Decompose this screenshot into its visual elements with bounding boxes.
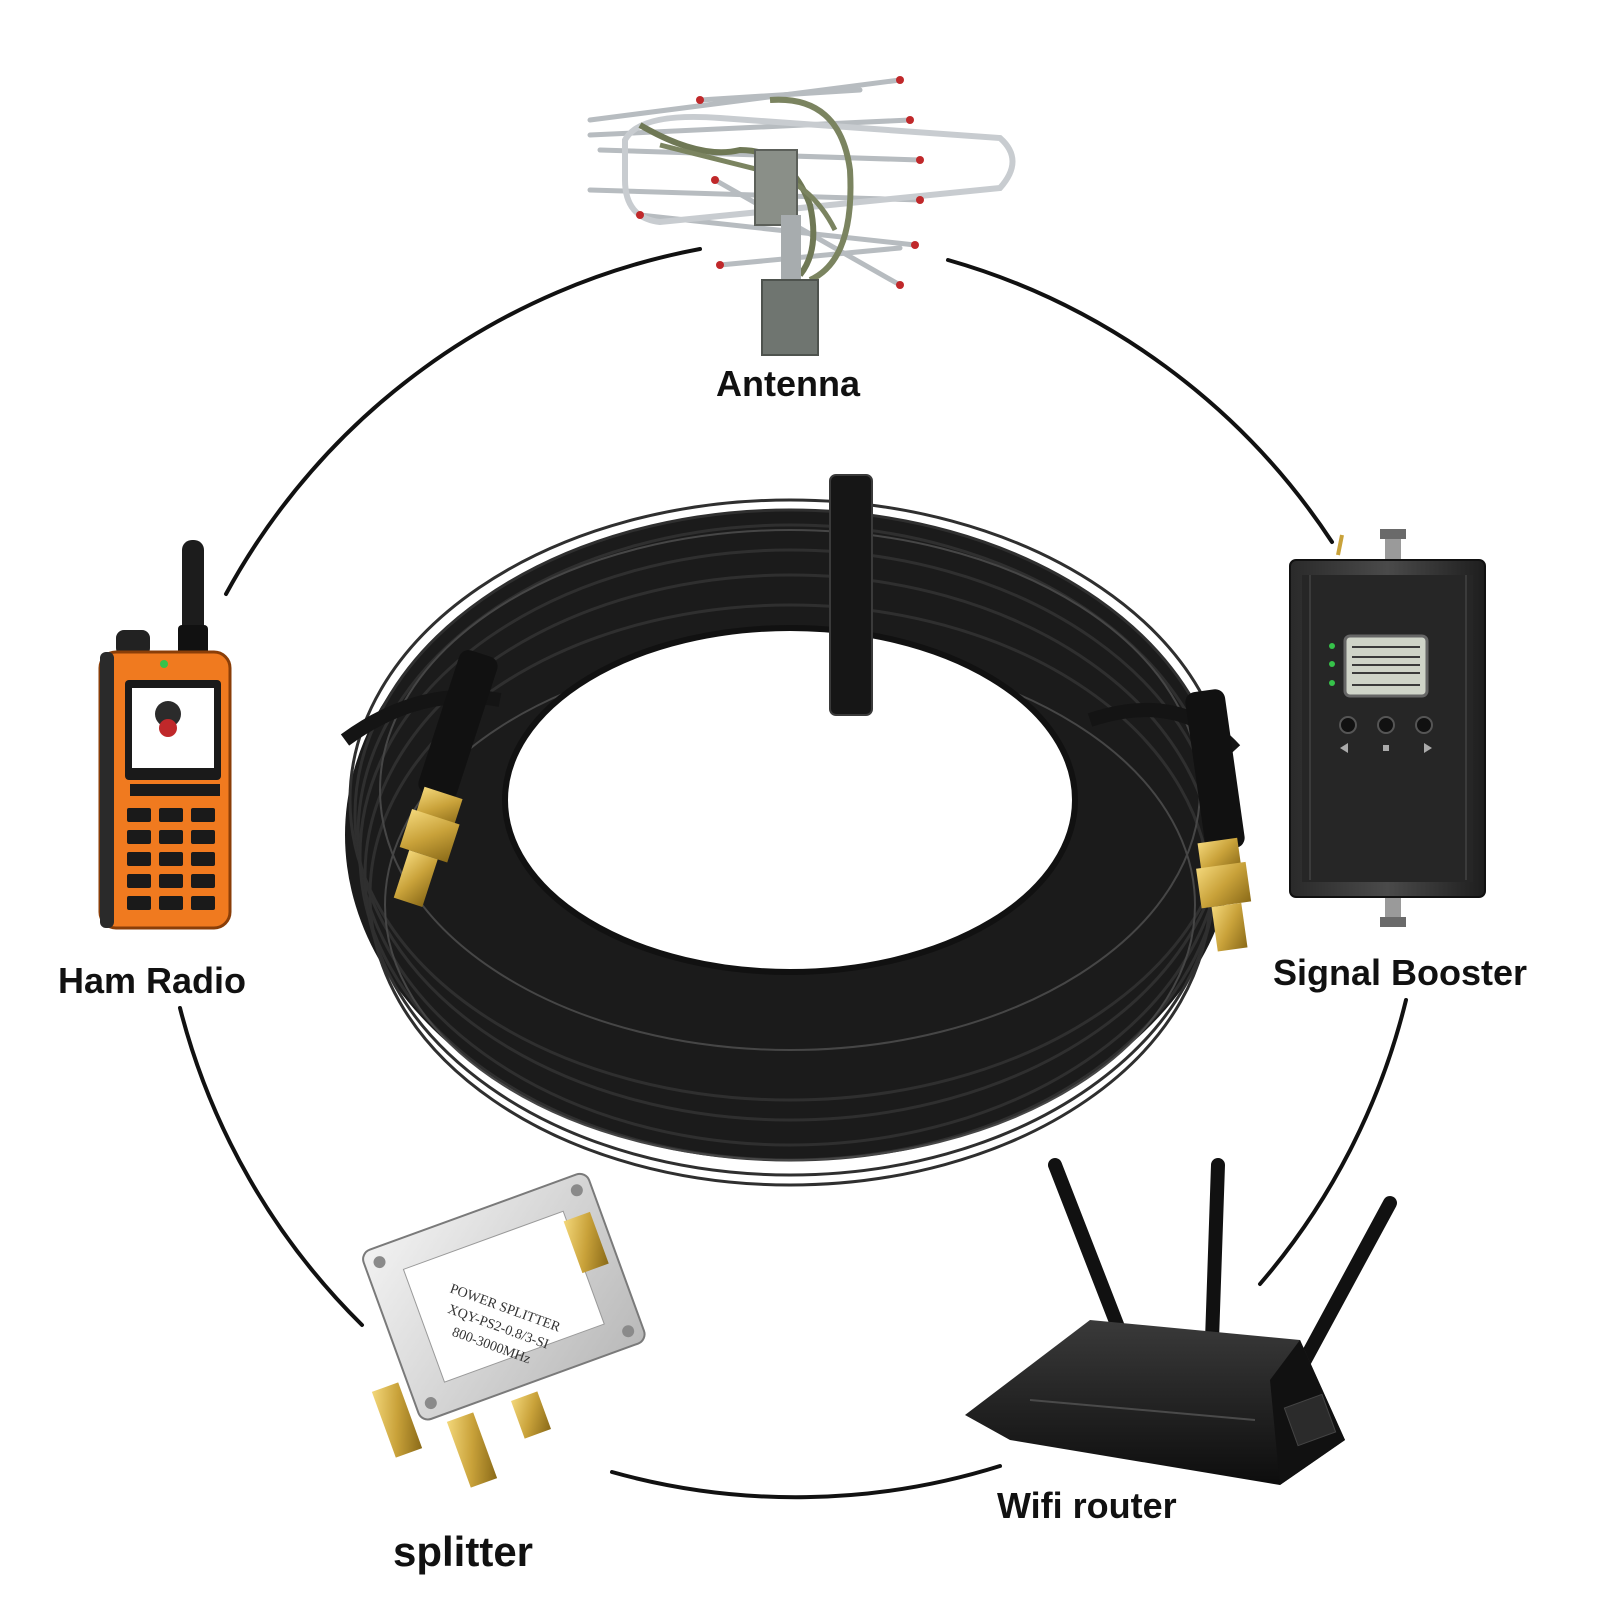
arc-booster-to-router <box>1258 998 1408 1286</box>
power-splitter-icon: POWER SPLITTER XQY-PS2-0.8/3-SI 800-3000… <box>362 1172 646 1488</box>
signal-booster-icon <box>1289 529 1486 927</box>
arc-antenna-to-booster <box>946 258 1334 544</box>
wifi-router-icon <box>965 1158 1397 1485</box>
arc-router-to-splitter <box>610 1464 1002 1500</box>
arc-ham-to-antenna <box>224 247 702 596</box>
ham-radio-label: Ham Radio <box>58 960 247 1001</box>
ham-radio-icon <box>98 540 232 930</box>
antenna-icon <box>587 76 1016 356</box>
connector-arcs <box>178 247 1408 1500</box>
arc-splitter-to-ham <box>178 1006 364 1327</box>
signal-booster-label: Signal Booster <box>1273 952 1528 993</box>
antenna-label: Antenna <box>716 363 860 404</box>
splitter-label: splitter <box>393 1528 534 1575</box>
coax-cable-coil-icon <box>340 474 1252 1187</box>
wifi-router-label: Wifi router <box>997 1485 1177 1526</box>
